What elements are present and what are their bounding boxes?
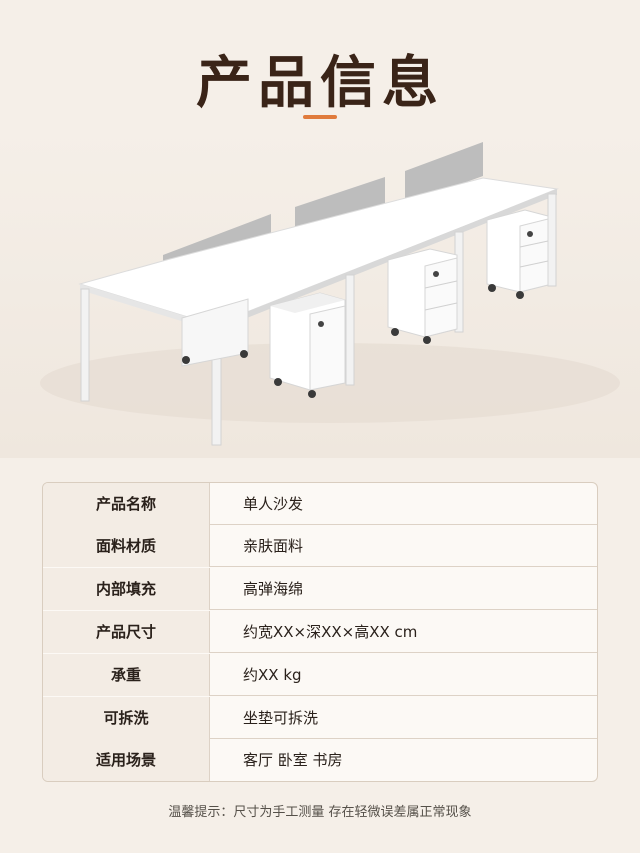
spec-value: 约XX kg <box>243 666 302 684</box>
desk-surface <box>78 177 559 331</box>
spec-value: 客厅 卧室 书房 <box>243 751 343 769</box>
table-row: 产品名称 单人沙发 <box>43 483 597 525</box>
table-row: 适用场景 客厅 卧室 书房 <box>43 739 597 781</box>
spec-value: 单人沙发 <box>243 495 304 513</box>
page-title: 产品信息 <box>196 51 444 116</box>
spec-value: 高弹海绵 <box>243 580 304 598</box>
spec-label: 承重 <box>43 654 210 696</box>
table-row: 面料材质 亲肤面料 <box>43 525 597 567</box>
table-row: 内部填充 高弹海绵 <box>43 568 597 610</box>
spec-value: 亲肤面料 <box>243 537 304 555</box>
measurement-note: 温馨提示：尺寸为手工测量 存在轻微误差属正常现象 <box>168 805 472 820</box>
spec-label: 产品名称 <box>43 483 210 525</box>
spec-label: 内部填充 <box>43 568 210 610</box>
product-photo <box>0 128 640 458</box>
drawer-pedestal <box>181 298 249 367</box>
table-row: 可拆洗 坐垫可拆洗 <box>43 697 597 739</box>
spec-value: 约宽XX×深XX×高XX cm <box>243 623 418 641</box>
title-accent-bar <box>303 115 337 119</box>
drawer-pedestal <box>486 209 549 299</box>
spec-table: 产品名称 单人沙发 面料材质 亲肤面料 内部填充 高弹海绵 产品尺寸 约宽XX×… <box>42 482 598 782</box>
spec-label: 产品尺寸 <box>43 611 210 653</box>
table-row: 产品尺寸 约宽XX×深XX×高XX cm <box>43 611 597 653</box>
spec-label: 适用场景 <box>43 739 210 781</box>
desk-legs <box>80 193 557 446</box>
drawer-pedestal <box>269 292 346 398</box>
spec-value: 坐垫可拆洗 <box>243 709 319 727</box>
spec-label: 面料材质 <box>43 525 210 567</box>
spec-label: 可拆洗 <box>43 697 210 739</box>
drawer-pedestal <box>387 248 458 344</box>
table-row: 承重 约XX kg <box>43 654 597 696</box>
